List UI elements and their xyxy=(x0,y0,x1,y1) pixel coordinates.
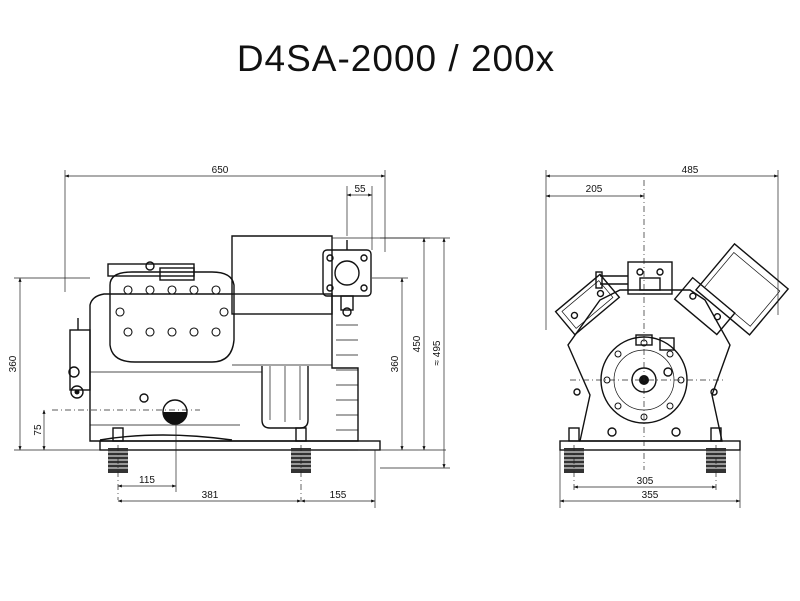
side-base-plate xyxy=(99,440,381,451)
dim-front-width: 485 xyxy=(682,165,699,176)
dim-side-495: ≈ 495 xyxy=(432,340,443,365)
side-crankcase xyxy=(89,235,359,442)
side-oil-pump xyxy=(69,329,91,391)
dim-side-381: 381 xyxy=(202,490,219,501)
dim-side-450: 450 xyxy=(412,335,423,352)
dim-side-width: 650 xyxy=(212,165,229,176)
front-left-cylinder-bank xyxy=(554,273,621,336)
dim-side-115: 115 xyxy=(139,475,155,486)
dim-side-55: 55 xyxy=(354,184,366,195)
dim-side-75: 75 xyxy=(33,424,44,436)
side-head-bolts xyxy=(115,285,229,337)
dim-front-355: 355 xyxy=(642,490,659,501)
side-discharge-valve xyxy=(322,249,372,297)
front-right-cover xyxy=(694,242,790,336)
dim-front-205: 205 xyxy=(586,184,603,195)
front-view xyxy=(554,180,790,492)
dim-side-360-right: 360 xyxy=(390,355,401,372)
front-housing xyxy=(567,289,731,442)
side-motor-band xyxy=(231,293,333,315)
drawing-title: D4SA-2000 / 200x xyxy=(236,38,556,79)
dim-side-360-left: 360 xyxy=(8,355,19,372)
front-right-cylinder-bank xyxy=(673,276,736,336)
dim-side-155: 155 xyxy=(330,490,347,501)
dim-front-305: 305 xyxy=(637,476,654,487)
side-cylinder-head xyxy=(109,271,235,363)
front-top-valve xyxy=(627,261,673,295)
side-view-dimensions: 650 55 360 75 115 381 155 360 450 ≈ 495 xyxy=(8,165,450,508)
side-view xyxy=(52,235,381,500)
front-cover-bolts xyxy=(603,339,685,421)
front-view-dimensions: 485 205 305 355 xyxy=(545,165,779,508)
side-end-cover-fins xyxy=(336,324,358,431)
